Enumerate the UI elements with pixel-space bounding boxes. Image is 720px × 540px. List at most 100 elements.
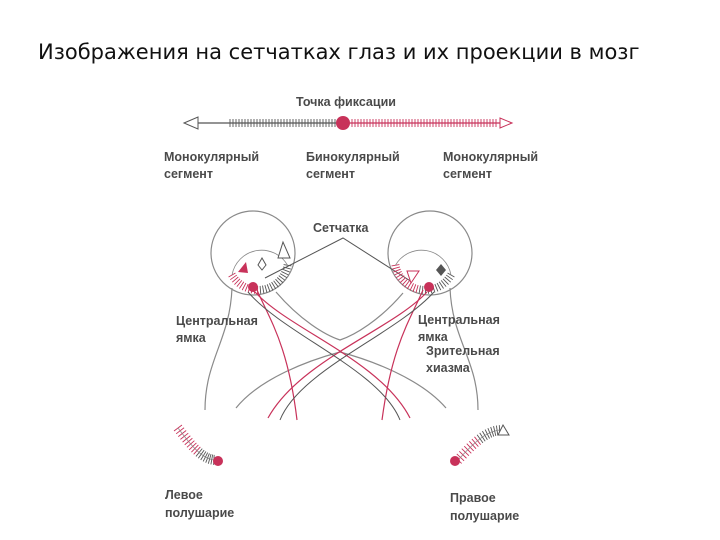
left-cortex-fovea-marker (213, 456, 223, 466)
left-fovea-marker (248, 282, 258, 292)
right-eye-diamond-icon (436, 264, 446, 276)
tick-mark (444, 276, 452, 283)
tick-mark (409, 283, 414, 291)
mono-right-label-line1: Монокулярный (443, 150, 538, 164)
tick-mark (469, 444, 473, 448)
tick-mark (266, 284, 271, 292)
tick-mark (186, 440, 195, 448)
tick-mark (239, 281, 245, 289)
right-retina-arc (391, 249, 455, 295)
tick-mark (273, 280, 279, 288)
tick-mark (234, 278, 241, 285)
left-eye-gray-arrow-icon (277, 240, 291, 259)
right-cortex-arc (454, 425, 503, 464)
tick-mark (281, 271, 289, 276)
tick-mark (418, 285, 421, 294)
tick-mark (177, 427, 181, 432)
tick-mark (399, 277, 407, 284)
mono-left-label-line2: сегмент (164, 167, 213, 181)
tick-mark (436, 282, 442, 291)
right-hemisphere-label-line1: Правое (450, 491, 496, 505)
tick-mark (477, 438, 481, 442)
left-hemisphere-label-line1: Левое (165, 488, 203, 502)
tick-mark (269, 283, 274, 291)
bino-label-line2: сегмент (306, 167, 355, 181)
tick-mark (392, 266, 401, 270)
tick-mark (394, 271, 402, 276)
tick-mark (438, 281, 444, 289)
tick-mark (276, 277, 284, 284)
tick-mark (202, 452, 209, 462)
tick-mark (467, 447, 471, 451)
tick-mark (282, 268, 290, 273)
fovea-left-label-line1: Центральная (176, 314, 258, 328)
tick-mark (460, 454, 464, 458)
tick-mark (262, 285, 265, 294)
left-eye-pink-arrow-icon (238, 262, 248, 273)
tick-mark (192, 446, 196, 449)
tick-mark (228, 272, 236, 278)
retina-arc-line (395, 249, 452, 276)
fixation-point-label: Точка фиксации (296, 95, 396, 109)
optic-pathways (204, 287, 479, 421)
tick-mark (205, 453, 210, 463)
tick-mark (271, 281, 277, 290)
right-eye-pink-arrow-icon (406, 270, 420, 285)
tick-mark (241, 282, 247, 291)
tick-mark (183, 436, 187, 440)
bino-label-line1: Бинокулярный (306, 150, 400, 164)
tick-mark (391, 264, 400, 267)
tick-mark (393, 268, 401, 273)
chiasm-label-line1: Зрительная (426, 344, 500, 358)
tick-mark (207, 453, 212, 464)
left-eye (210, 210, 296, 296)
tick-mark (196, 450, 200, 453)
retina-label: Сетчатка (313, 221, 370, 235)
tick-mark (179, 430, 183, 434)
tick-mark (190, 443, 194, 447)
tick-mark (434, 283, 439, 292)
tick-mark (181, 433, 185, 437)
mono-right-label-line2: сегмент (443, 167, 492, 181)
tick-mark (282, 266, 291, 270)
retina-pointer (264, 237, 413, 283)
tick-mark (401, 278, 408, 286)
fovea-left-label-line2: ямка (176, 331, 207, 345)
tick-mark (472, 442, 476, 446)
tick-mark (188, 441, 192, 445)
tick-mark (230, 274, 238, 281)
tick-mark (465, 449, 469, 453)
tick-mark (404, 280, 410, 288)
tick-mark (194, 448, 198, 451)
tick-mark (484, 429, 490, 439)
fixation-point-marker (336, 116, 350, 130)
right-cortex-arrow-icon (497, 423, 510, 436)
tick-mark (264, 284, 268, 293)
tick-mark (278, 275, 286, 281)
tick-mark (466, 443, 474, 452)
tick-mark (275, 278, 282, 286)
right-eye (387, 210, 473, 296)
tick-mark (231, 276, 239, 283)
tick-mark (186, 438, 189, 442)
tick-mark (397, 275, 405, 281)
tick-mark (445, 274, 453, 281)
left-hemisphere-label-line2: полушарие (165, 506, 234, 520)
right-hemisphere-label-line2: полушарие (450, 509, 519, 523)
mono-left-label-line1: Монокулярный (164, 150, 259, 164)
right-cortex-fovea-marker (450, 456, 460, 466)
tick-mark (283, 264, 292, 267)
tick-mark (415, 284, 419, 293)
fovea-right-label-line2: ямка (418, 330, 449, 344)
tick-mark (462, 451, 466, 456)
fixation-line (182, 116, 514, 130)
left-eye-diamond-icon (257, 256, 267, 271)
tick-mark (484, 433, 488, 436)
tick-mark (236, 280, 243, 287)
tick-mark (395, 273, 404, 279)
slide-title: Изображения на сетчатках глаз и их проек… (38, 40, 640, 64)
right-arrow-icon (499, 117, 514, 129)
fovea-right-label-line1: Центральная (418, 313, 500, 327)
right-fovea-marker (424, 282, 434, 292)
